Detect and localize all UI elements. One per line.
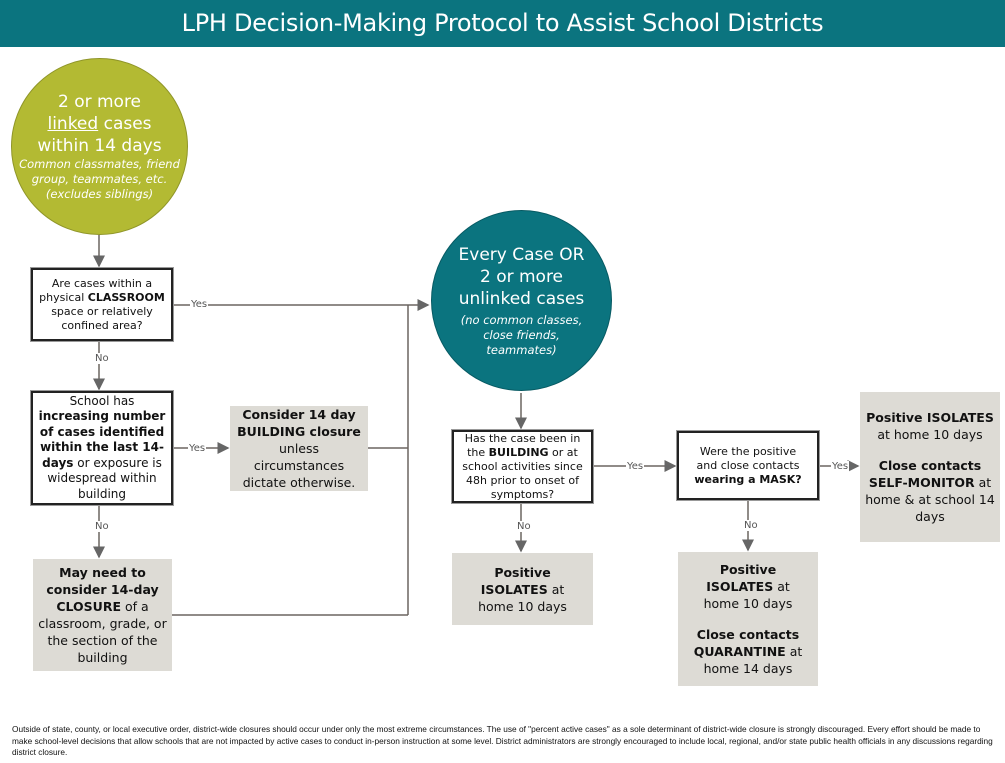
linked-line3: within 14 days: [37, 136, 162, 156]
no-label: No: [743, 520, 759, 531]
yes-label: Yes: [190, 299, 209, 310]
partial-closure-action: May need to consider 14-day CLOSURE of a…: [33, 559, 172, 671]
linked-note: Common classmates, friend group, teammat…: [19, 157, 180, 186]
yes-label: Yes: [626, 461, 645, 472]
classroom-question: Are cases within a physical CLASSROOM sp…: [30, 267, 174, 342]
linked-underlined: linked: [47, 114, 99, 134]
footer-note: Outside of state, county, or local execu…: [12, 724, 993, 757]
unlinked-cases-start-node: Every Case OR 2 or more unlinked cases (…: [431, 210, 612, 391]
linked-note-siblings: (excludes siblings): [45, 187, 154, 201]
building-no-action: Positive ISOLATES at home 10 days: [452, 553, 593, 625]
linked-line1: 2 or more: [57, 92, 142, 112]
unlinked-note: (no common classes, close friends, teamm…: [460, 312, 583, 357]
unlinked-line1: Every Case OR: [458, 244, 585, 265]
no-label: No: [94, 521, 110, 532]
mask-no-action: Positive ISOLATES at home 10 days Close …: [678, 552, 818, 686]
yes-label: Yes: [188, 443, 207, 454]
no-label: No: [94, 353, 110, 364]
no-label: No: [516, 521, 532, 532]
mask-question: Were the positive and close contacts wea…: [676, 430, 820, 501]
building-exposure-question: Has the case been in the BUILDING or at …: [451, 429, 594, 504]
linked-line2: cases: [98, 114, 152, 134]
unlinked-line2: 2 or more: [479, 266, 564, 287]
yes-label: Yes: [831, 461, 850, 472]
mask-yes-action: Positive ISOLATES at home 10 days Close …: [860, 392, 1000, 542]
unlinked-line3: unlinked cases: [458, 288, 585, 309]
building-closure-action: Consider 14 day BUILDING closure unless …: [230, 406, 368, 491]
linked-cases-start-node: 2 or more linked cases within 14 days Co…: [11, 58, 188, 235]
page-title: LPH Decision-Making Protocol to Assist S…: [0, 0, 1005, 47]
increasing-cases-question: School has increasing number of cases id…: [30, 390, 174, 506]
